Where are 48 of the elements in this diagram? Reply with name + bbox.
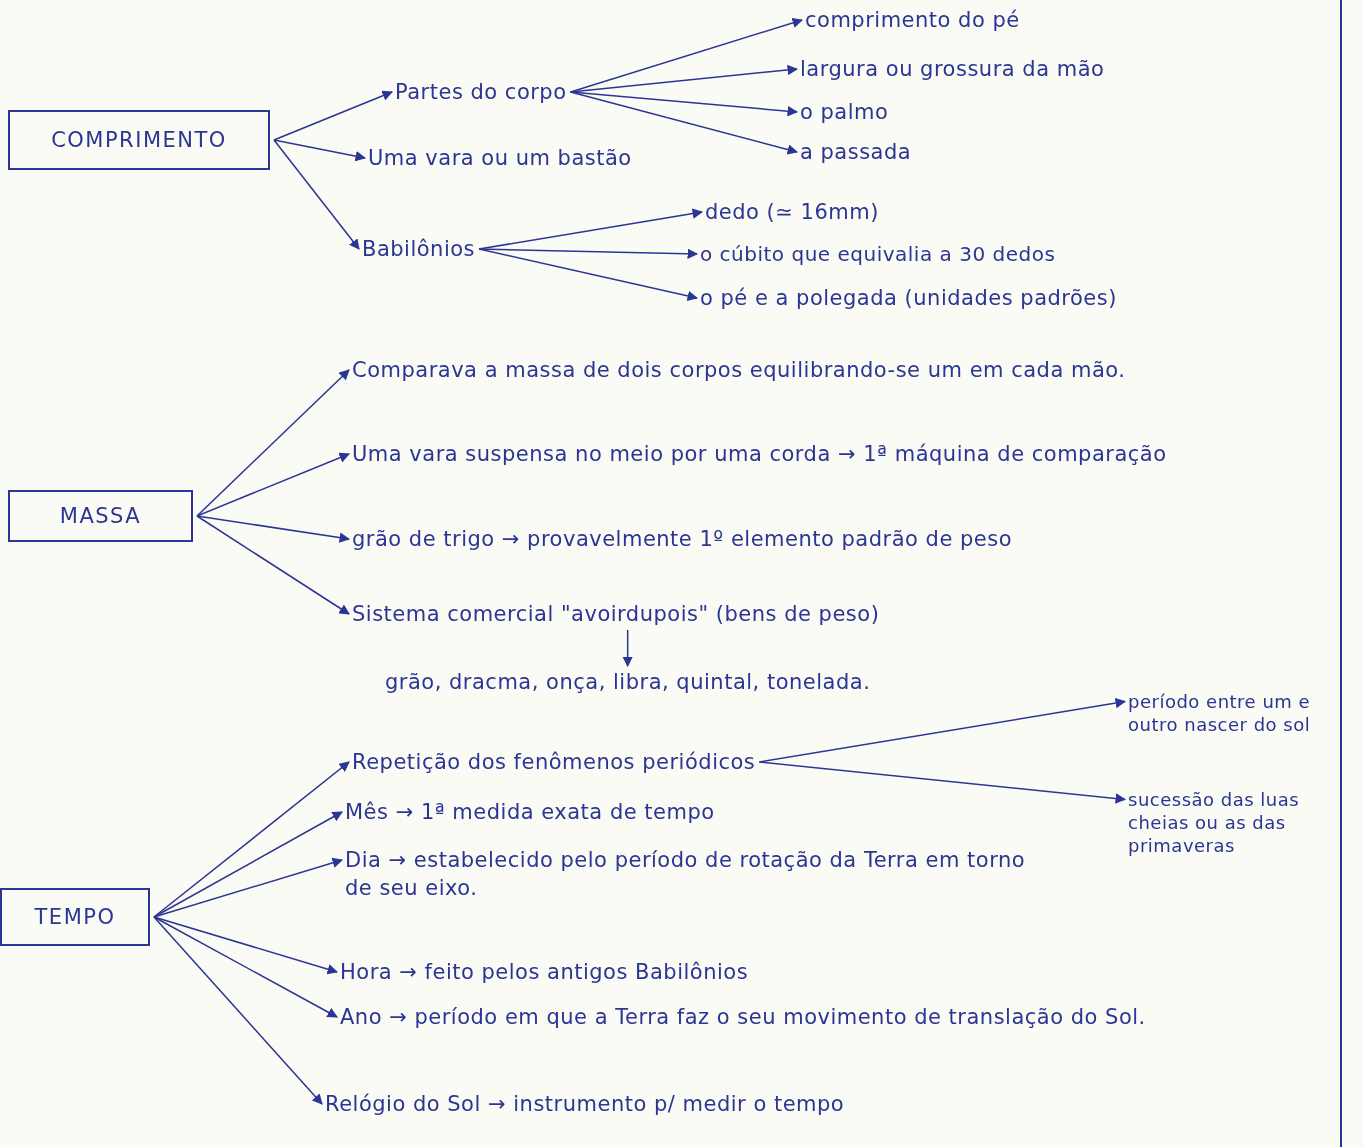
note-text: Mês → 1ª medida exata de tempo xyxy=(345,798,715,826)
arrow xyxy=(153,761,350,918)
arrow xyxy=(153,916,338,1018)
note-text: Relógio do Sol → instrumento p/ medir o tempo xyxy=(325,1090,845,1118)
category-box xyxy=(0,888,150,946)
note-text: Uma vara ou um bastão xyxy=(368,144,668,172)
note-text: grão de trigo → provavelmente 1º elemento padrão de peso xyxy=(352,525,1312,553)
arrow xyxy=(153,916,323,1105)
note-text: dedo (≃ 16mm) xyxy=(705,198,879,226)
note-text: sucessão das luas cheias ou as das primaveras xyxy=(1128,788,1338,857)
category-box xyxy=(8,490,193,542)
category-box xyxy=(8,110,270,170)
arrow xyxy=(622,629,633,668)
arrow xyxy=(196,515,350,615)
note-text: Uma vara suspensa no meio por uma corda → 1ª máquina de comparação xyxy=(352,440,1312,468)
arrow xyxy=(196,369,350,517)
note-text: Dia → estabelecido pelo período de rotação da Terra em torno de seu eixo. xyxy=(345,846,1045,902)
arrow xyxy=(569,91,799,117)
note-text: período entre um e outro nascer do sol xyxy=(1128,690,1338,736)
arrow xyxy=(758,761,1127,804)
arrow xyxy=(569,91,798,155)
arrow xyxy=(273,139,360,250)
note-text: o pé e a polegada (unidades padrões) xyxy=(700,284,1150,312)
note-text: Babilônios xyxy=(362,235,476,263)
arrow xyxy=(273,139,367,162)
note-text: a passada xyxy=(800,138,912,166)
arrow xyxy=(196,515,351,543)
category-label: MASSA xyxy=(59,504,142,528)
category-label: COMPRIMENTO xyxy=(51,128,227,152)
arrow xyxy=(478,248,699,260)
arrow xyxy=(153,811,343,918)
note-text: Sistema comercial "avoirdupois" (bens de peso) xyxy=(352,600,880,628)
note-text: Partes do corpo xyxy=(395,78,567,106)
category-label: TEMPO xyxy=(34,905,116,929)
arrow xyxy=(153,857,343,918)
note-text: Comparava a massa de dois corpos equilibrando-se um em cada mão. xyxy=(352,356,1327,384)
arrow xyxy=(569,17,803,93)
note-text: comprimento do pé xyxy=(805,6,1020,34)
note-text: o palmo xyxy=(800,98,889,126)
arrow xyxy=(196,452,350,517)
note-text: o cúbito que equivalia a 30 dedos xyxy=(700,240,1056,268)
note-text: Ano → período em que a Terra faz o seu movimento de translação do Sol. xyxy=(340,1003,1290,1031)
arrow xyxy=(273,90,393,141)
note-text: largura ou grossura da mão xyxy=(800,55,1105,83)
note-text: grão, dracma, onça, libra, quintal, tonelada. xyxy=(385,668,871,696)
note-text: Hora → feito pelos antigos Babilônios xyxy=(340,958,749,986)
note-text: Repetição dos fenômenos periódicos xyxy=(352,748,756,776)
arrow xyxy=(478,248,698,302)
